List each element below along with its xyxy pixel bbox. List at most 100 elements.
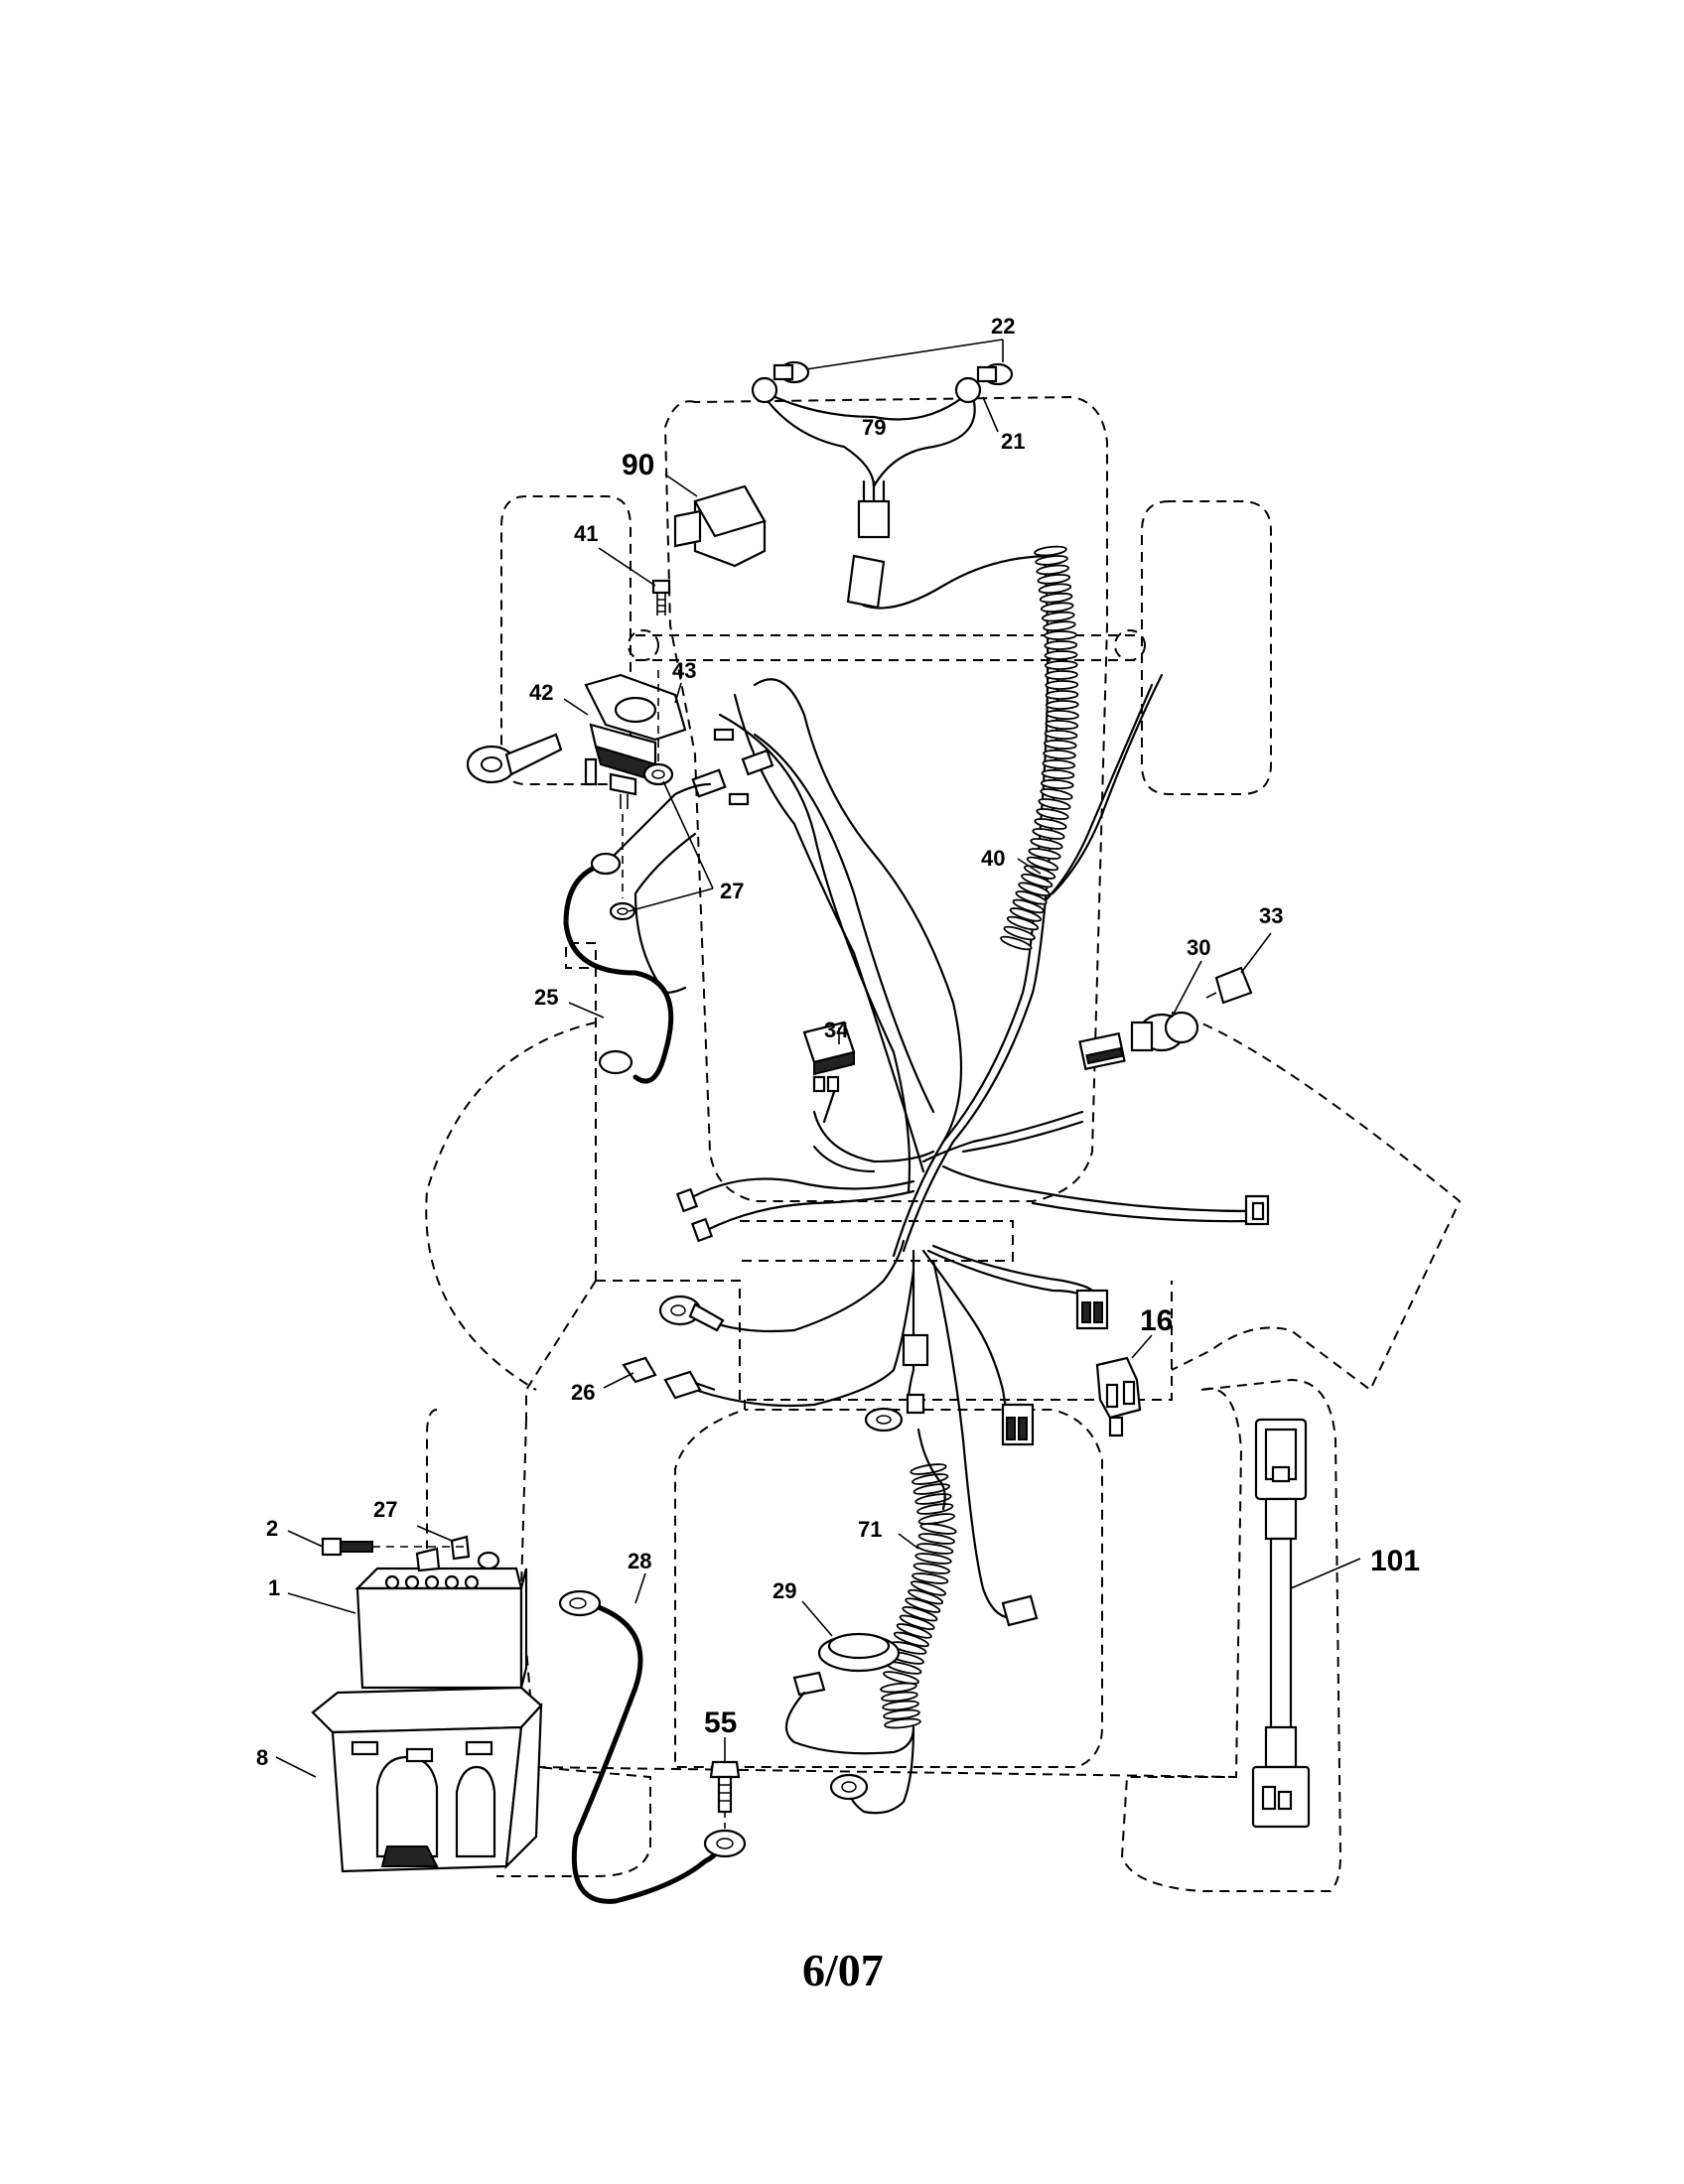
bulb-left-22 (751, 360, 810, 404)
headlight-connector (857, 499, 891, 539)
loom-ring (1044, 630, 1077, 640)
loom-ring (1038, 798, 1071, 810)
left-wheel-outline (500, 495, 632, 785)
harness-71 (829, 1407, 1039, 1815)
ground-cable-28 (558, 1589, 747, 1904)
bulb-right-22 (954, 362, 1014, 404)
loom-ring (1034, 545, 1067, 557)
washers-27 (609, 670, 674, 921)
loom-ring (1042, 611, 1075, 622)
loom-ring (1038, 583, 1072, 595)
loom-ring (881, 1691, 918, 1703)
rear-frame-bottom (535, 1766, 1237, 1778)
callout-34: 34 (824, 1018, 849, 1042)
loom-ring (882, 1700, 919, 1711)
loom-ring (1032, 828, 1065, 840)
callout-42: 42 (529, 680, 553, 705)
rear-body-right (1120, 1378, 1342, 1892)
rear-deck-left (565, 942, 597, 1281)
loom-ring (919, 1523, 957, 1535)
harness-plug-side (1244, 1194, 1270, 1226)
loom-ring (899, 1614, 935, 1631)
module-90 (673, 484, 767, 568)
loom-ring (1000, 935, 1033, 951)
switch-34 (802, 1021, 856, 1093)
harness-terminals-top (604, 728, 774, 866)
callout-71: 71 (858, 1517, 882, 1542)
loom-ring (1045, 680, 1079, 690)
loom-ring (908, 1588, 944, 1605)
loom-ring (912, 1483, 950, 1495)
loom-ring (1044, 660, 1078, 670)
mower-deck-outline (425, 1012, 1462, 1392)
loom-ring (1018, 882, 1051, 896)
callout-28: 28 (628, 1549, 651, 1573)
loom-ring (1040, 602, 1074, 613)
loom-ring (883, 1708, 920, 1720)
battery-cable-25 (563, 852, 674, 1084)
callout-40: 40 (981, 846, 1005, 871)
loom-ring (1044, 729, 1078, 741)
relay-33 (1205, 966, 1253, 1005)
pivot-left (628, 629, 659, 661)
loom-ring (910, 1463, 947, 1475)
loom-ring (1046, 709, 1079, 721)
callout-27-bottom: 27 (373, 1497, 397, 1522)
loom-ring (1040, 778, 1074, 790)
callout-33: 33 (1259, 903, 1283, 928)
loom-ring (905, 1597, 941, 1613)
key-switch-30 (1130, 1011, 1199, 1052)
loom-ring (884, 1717, 921, 1729)
callout-29: 29 (772, 1578, 796, 1603)
callout-55: 55 (704, 1706, 737, 1739)
hood-outline (663, 395, 1108, 1202)
harness-end-connector (846, 554, 886, 610)
bolt-2 (321, 1537, 373, 1557)
cable-101 (1251, 1418, 1311, 1829)
corrugated-loom-40 (1000, 545, 1079, 951)
loom-ring (912, 1572, 949, 1584)
callout-101: 101 (1370, 1545, 1420, 1577)
wire-harness (633, 549, 1253, 1620)
seat-outline (674, 1400, 1103, 1768)
callout-25: 25 (534, 985, 558, 1010)
fuse-26 (622, 1356, 716, 1400)
right-wheel-outline (1141, 500, 1272, 795)
loom-ring (914, 1553, 952, 1565)
loom-ring (896, 1623, 932, 1639)
loom-ring (1043, 739, 1077, 751)
callout-1: 1 (268, 1575, 280, 1600)
loom-ring (1036, 808, 1069, 820)
loom-ring (1045, 700, 1079, 710)
callout-79: 79 (862, 415, 886, 440)
callout-27-top: 27 (720, 879, 744, 903)
loom-ring (883, 1671, 919, 1685)
loom-ring (917, 1513, 955, 1525)
loom-ring (1034, 818, 1067, 830)
harness-connectors-right (902, 1289, 1109, 1446)
footer-date-code: 6/07 (802, 1945, 884, 1995)
loom-ring (1035, 555, 1068, 566)
loom-ring (910, 1580, 947, 1596)
leader-lines (275, 339, 1361, 1778)
loom-ring (1006, 915, 1040, 931)
pivot-right (1114, 629, 1146, 661)
callout-16: 16 (1140, 1304, 1173, 1337)
bolt-55 (709, 1760, 741, 1832)
harness-terminals-mid (658, 1187, 725, 1332)
loom-ring (1042, 758, 1076, 770)
loom-ring (1040, 788, 1073, 800)
loom-ring (902, 1605, 938, 1622)
callout-8: 8 (256, 1745, 268, 1770)
loom-ring (1003, 925, 1036, 941)
loom-ring (1036, 564, 1069, 576)
callout-21: 21 (1001, 429, 1025, 454)
loom-ring (916, 1543, 954, 1555)
frame-outlines (425, 395, 1462, 1892)
center-frame (525, 1220, 1173, 1420)
callout-2: 2 (266, 1516, 278, 1541)
loom-ring (893, 1631, 929, 1648)
harness-plug-30 (1078, 1031, 1126, 1071)
seat-switch-29 (784, 1632, 915, 1755)
